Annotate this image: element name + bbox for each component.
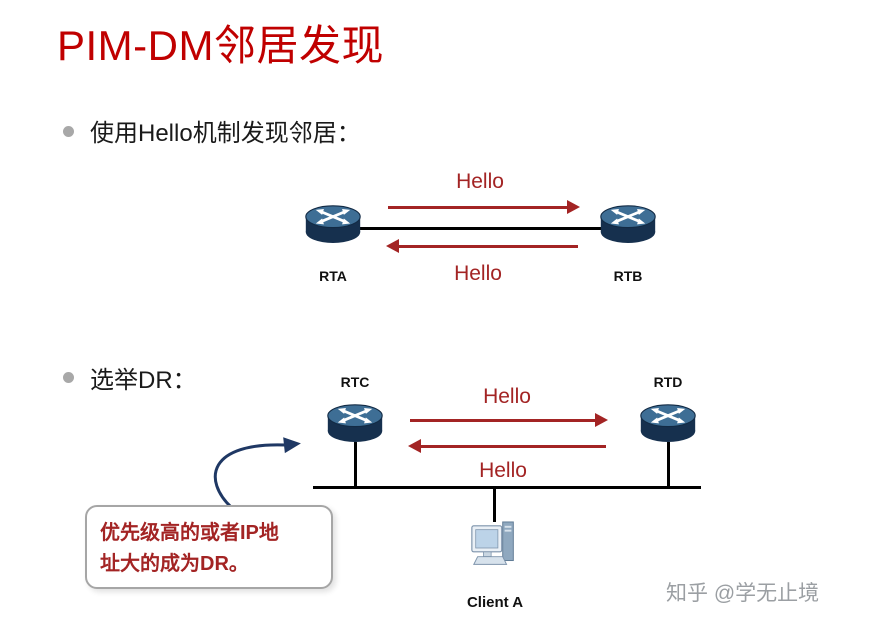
client-label: Client A <box>466 594 524 611</box>
callout-pointer-arrow-icon <box>213 437 301 510</box>
drop-line-rtc <box>354 442 357 488</box>
router-label-rta: RTA <box>319 268 347 284</box>
router-icon <box>639 403 697 444</box>
client-a <box>468 518 522 583</box>
router-icon <box>326 403 384 444</box>
router-rtc <box>326 400 384 449</box>
router-label-rtc: RTC <box>340 374 370 390</box>
hello-label-bottom-1: Hello <box>454 262 502 285</box>
router-rta <box>304 201 362 250</box>
watermark: 知乎 @学无止境 <box>666 582 820 605</box>
page-title: PIM-DM邻居发现 <box>57 22 384 69</box>
hello-arrow-left-icon <box>386 239 578 253</box>
router-label-rtd: RTD <box>653 374 683 390</box>
computer-icon <box>471 521 514 565</box>
bullet-2-label: 选举DR： <box>90 367 197 394</box>
router-rtb <box>599 201 657 250</box>
hello-label-top-1: Hello <box>456 170 504 193</box>
drop-line-client <box>493 488 496 522</box>
callout-text-line-1: 优先级高的或者IP地 <box>100 522 279 544</box>
link-line-rta-rtb <box>333 227 628 230</box>
callout-text-line-2: 址大的成为DR。 <box>100 553 249 575</box>
router-icon <box>304 204 362 245</box>
router-rtd <box>639 400 697 449</box>
ethernet-segment-line <box>313 486 701 489</box>
hello-label-bottom-2: Hello <box>479 459 527 482</box>
dr-election-callout: 优先级高的或者IP地 址大的成为DR。 <box>85 505 333 589</box>
hello-arrow-right-icon <box>388 200 580 214</box>
router-label-rtb: RTB <box>613 268 643 284</box>
bullet-1-label: 使用Hello机制发现邻居： <box>90 120 361 147</box>
bullet-dot <box>63 372 74 383</box>
hello-label-top-2: Hello <box>483 385 531 408</box>
bullet-dot <box>63 126 74 137</box>
router-icon <box>599 204 657 245</box>
drop-line-rtd <box>667 442 670 488</box>
hello-arrow-right-icon <box>410 413 608 427</box>
hello-arrow-left-icon <box>408 439 606 453</box>
